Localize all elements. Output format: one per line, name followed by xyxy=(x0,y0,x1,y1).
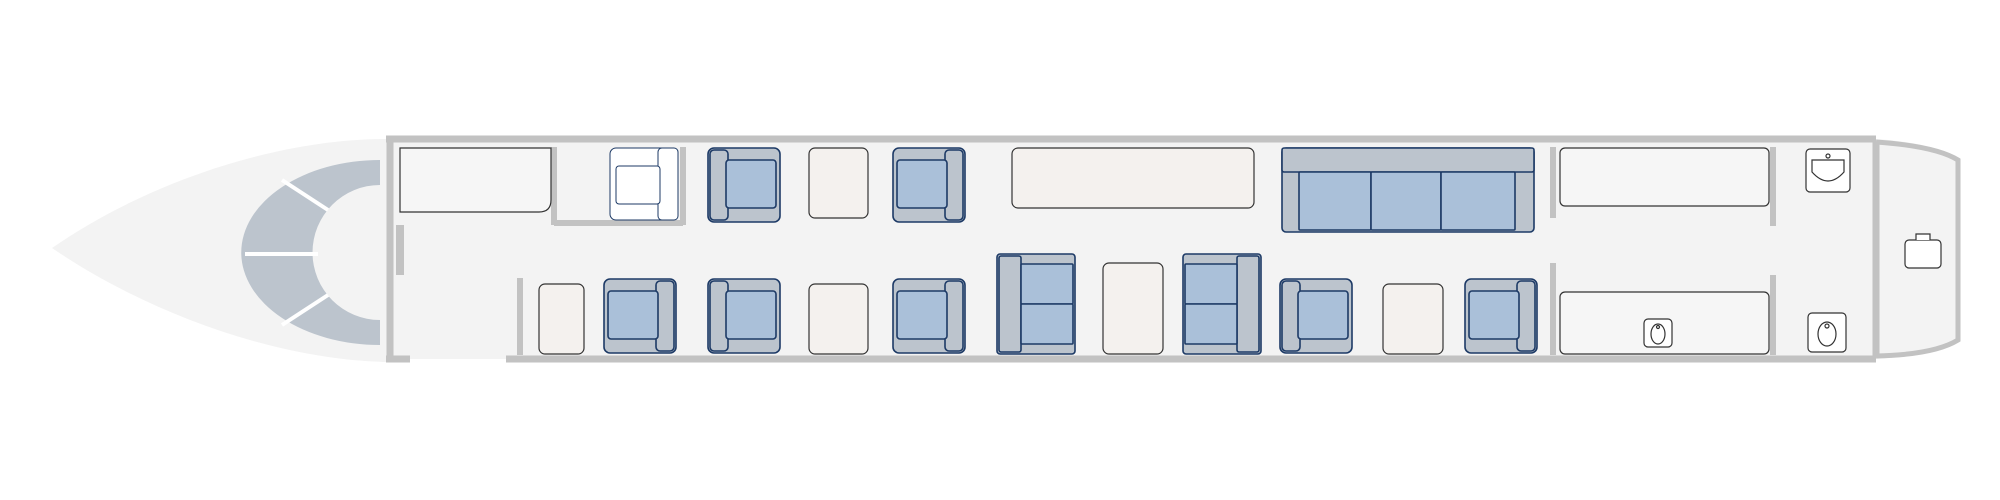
credenza xyxy=(1011,147,1255,209)
crew-seat xyxy=(609,147,679,221)
sink-icon xyxy=(1805,148,1851,193)
divan-cushion xyxy=(1370,171,1442,231)
seat-cushion xyxy=(725,290,777,340)
divan[interactable] xyxy=(1281,147,1535,233)
seat-cushion xyxy=(1020,303,1074,345)
seat-cushion xyxy=(1468,290,1520,340)
club-seat[interactable] xyxy=(603,278,677,354)
luggage-icon xyxy=(1904,233,1942,269)
seat-back xyxy=(1236,255,1260,353)
club-seat[interactable] xyxy=(892,278,966,354)
table xyxy=(1382,283,1444,355)
galley-counter xyxy=(399,147,552,213)
seat-cushion xyxy=(607,290,659,340)
seat-cushion xyxy=(1020,263,1074,305)
seat-cushion xyxy=(896,159,948,209)
divan-back xyxy=(1281,147,1535,173)
table xyxy=(808,283,869,355)
club-seat[interactable] xyxy=(892,147,966,223)
seat-cushion xyxy=(896,290,948,340)
entry-door-frame xyxy=(396,225,404,275)
toilet-icon xyxy=(1643,318,1673,348)
club-seat[interactable] xyxy=(707,278,781,354)
table xyxy=(808,147,869,219)
side-seat[interactable] xyxy=(996,253,1076,355)
seat-cushion xyxy=(1297,290,1349,340)
seat-cushion xyxy=(725,159,777,209)
toilet-icon xyxy=(1807,312,1847,353)
cockpit-divider xyxy=(280,178,330,212)
club-seat[interactable] xyxy=(1279,278,1353,354)
seat-back xyxy=(998,255,1022,353)
divan-cushion xyxy=(1298,171,1372,231)
club-seat[interactable] xyxy=(707,147,781,223)
table xyxy=(1102,262,1164,355)
divan-cushion xyxy=(1440,171,1516,231)
cockpit-divider xyxy=(280,293,330,327)
side-seat[interactable] xyxy=(1182,253,1262,355)
seating-group xyxy=(603,147,1538,355)
seat-cushion xyxy=(1184,263,1238,305)
credenza xyxy=(1559,147,1770,207)
table xyxy=(538,283,585,355)
tail-cone-wall xyxy=(1875,139,1961,359)
club-seat[interactable] xyxy=(1464,278,1538,354)
seat-cushion xyxy=(1184,303,1238,345)
